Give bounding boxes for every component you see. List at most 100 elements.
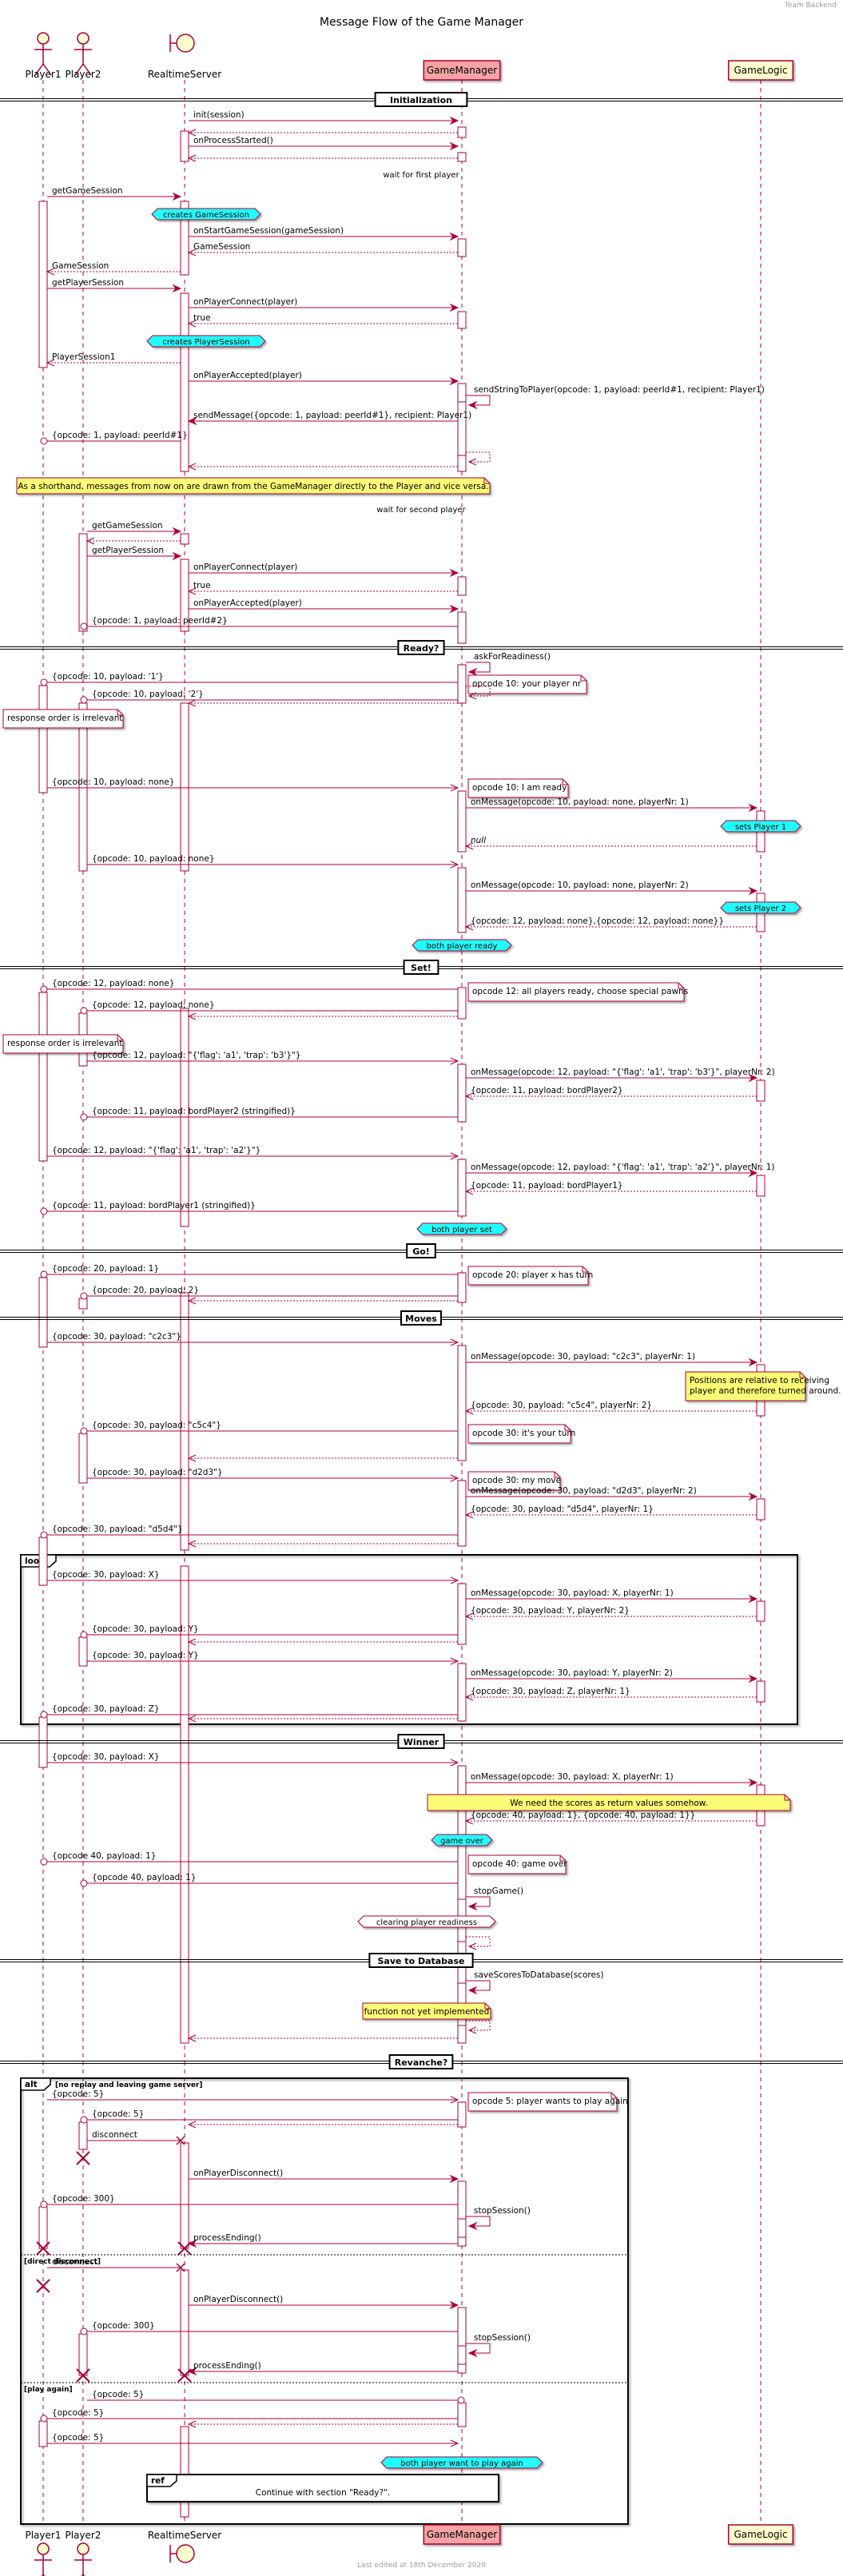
timeline-item-msg: {opcode: 40, payload: 1}, {opcode: 40, p… [464, 1811, 757, 1825]
timeline-item-msg: {opcode: 30, payload: "c5c4"} [80, 1421, 458, 1435]
activation-bar [457, 987, 467, 1020]
ref-frame-tag-label: ref [151, 2476, 165, 2486]
arrow-head [449, 2300, 459, 2310]
open-arrow-head [464, 1407, 474, 1415]
lost-message-circle [80, 1427, 88, 1435]
timeline-item-msg: onMessage(opcode: 30, payload: "d2d3", p… [466, 1486, 758, 1501]
message-label: {opcode 40, payload: 1} [52, 1851, 156, 1861]
message-label: {opcode: 5} [52, 2089, 104, 2099]
banner-note [16, 477, 491, 495]
rs-boundary-icon-top [169, 34, 195, 53]
open-arrow-head [187, 1454, 197, 1462]
hexagon-note-label: creates PlayerSession [162, 338, 249, 347]
banner-note [427, 1794, 791, 1811]
activation-bar [457, 1480, 467, 1547]
arrow-head [449, 303, 459, 312]
arrow-head [467, 1986, 478, 1995]
note-box [467, 1854, 567, 1874]
activation-bar [180, 1565, 189, 2044]
timeline-item-msg: GameSession [187, 242, 458, 256]
message-label: {opcode: 300} [92, 2321, 155, 2331]
message-label: onPlayerAccepted(player) [193, 598, 302, 608]
timeline-item-msg: onStartGameSession(gameSession) [189, 226, 459, 241]
arrow-head [449, 232, 459, 241]
timeline-item-hex: game over [431, 1834, 493, 1847]
timeline-item-msg: {opcode: 11, payload: bordPlayer2 (strin… [80, 1107, 458, 1121]
timeline-item-note2: Positions are relative to receivingplaye… [685, 1371, 841, 1401]
timeline-item-msg: {opcode: 5} [40, 2408, 458, 2423]
timeline-item-msg: {opcode: 12, payload: none},{opcode: 12,… [464, 916, 757, 931]
activation-bar [756, 1680, 765, 1703]
timeline-item-msg: onPlayerDisconnect() [189, 2295, 459, 2310]
timeline-item-msg: getGameSession [87, 521, 182, 536]
note-box [467, 1266, 589, 1286]
lost-message-circle [40, 678, 48, 686]
message-label: onProcessStarted() [193, 136, 273, 145]
timeline-item-self [466, 1936, 491, 1950]
note-text: response order is irrelevant [7, 714, 122, 723]
lost-message-circle [40, 1270, 48, 1278]
message-label: {opcode: 5} [52, 2408, 104, 2418]
arrow-head [172, 284, 182, 293]
lost-message-circle [80, 2116, 88, 2124]
activation-bar [457, 152, 467, 162]
timeline-item-msg: PlayerSession1 [46, 352, 181, 367]
open-arrow-head [464, 1693, 474, 1701]
timeline-item-msg: {opcode: 5} [47, 2433, 459, 2447]
open-arrow-head [187, 2420, 197, 2428]
message-label: onMessage(opcode: 30, payload: "c2c3", p… [471, 1352, 695, 1362]
timeline-item-hex: both player ready [412, 939, 512, 952]
message-label: {opcode: 20, payload: 2} [92, 1286, 199, 1295]
timeline-item-msg: processEnding() [187, 2233, 458, 2248]
message-label: true [193, 313, 211, 323]
hexagon-note-label: both player want to play again [400, 2459, 523, 2468]
activation-bar [457, 2307, 467, 2374]
self-message-arrow [466, 1980, 491, 1991]
message-label: {opcode: 40, payload: 1}, {opcode: 40, p… [471, 1811, 695, 1820]
message-label: disconnect [92, 2130, 137, 2140]
message-label: {opcode: 300} [52, 2194, 115, 2204]
open-arrow-head [450, 1338, 459, 1346]
open-arrow-head [467, 1942, 477, 1950]
participant-box-gl-top [727, 60, 794, 81]
message-label: {opcode 40, payload: 1} [92, 1873, 196, 1882]
message-label: GameSession [193, 242, 250, 252]
message-label: disconnect [52, 2257, 97, 2267]
timeline-item-note: opcode 30: my move [467, 1471, 561, 1491]
activation-bar [457, 1663, 467, 1722]
participant-box-gl-bottom [727, 2524, 794, 2545]
timeline-item-hex: both player want to play again [380, 2456, 543, 2469]
message-label: getGameSession [52, 186, 123, 196]
lost-message-circle [80, 1631, 88, 1639]
lost-message-circle [80, 622, 88, 630]
timeline-item-self: stopGame() [466, 1886, 523, 1911]
message-label: {opcode: 10, payload: none} [92, 854, 215, 864]
activation-bar [78, 533, 88, 632]
timeline-item-altdiv: [play again] [21, 2382, 628, 2394]
timeline-item-note: opcode 40: game over [467, 1854, 567, 1874]
timeline-item-note: opcode 12: all players ready, choose spe… [467, 982, 688, 1002]
frame-frame-tag-label: alt [25, 2080, 38, 2089]
self-message-label: saveScoresToDatabase(scores) [474, 1970, 604, 1980]
hexagon-note [412, 939, 512, 952]
banner-note-text: As a shorthand, messages from now on are… [18, 482, 488, 491]
timeline-item-note: opcode 5: player wants to play again [467, 2092, 628, 2112]
message-label: {opcode: 11, payload: bordPlayer2 (strin… [92, 1107, 296, 1116]
activation-bar [78, 1298, 88, 1310]
participant-label-gm-top: GameManager [427, 65, 497, 76]
timeline-item-msg: getGameSession [47, 186, 182, 201]
activation-bar [180, 201, 189, 276]
self-message-label: askForReadiness() [474, 652, 551, 662]
message-label: processEnding() [193, 2361, 261, 2371]
note-box [2, 709, 124, 729]
delay-label: wait for second player [376, 506, 466, 515]
section-divider-label: Ready? [404, 643, 439, 654]
timeline-item-destroy [36, 2241, 50, 2256]
self-message-label: stopSession() [474, 2206, 531, 2216]
timeline-item-msg: onMessage(opcode: 30, payload: X, player… [466, 1588, 758, 1604]
note-box [467, 2092, 618, 2112]
activation-bar [457, 1345, 467, 1461]
timeline-item-msg [187, 1297, 458, 1305]
timeline-item-msg: {opcode: 30, payload: "d5d4", playerNr: … [464, 1505, 757, 1519]
timeline-item-msg: {opcode: 30, payload: "d5d4"} [40, 1525, 458, 1539]
